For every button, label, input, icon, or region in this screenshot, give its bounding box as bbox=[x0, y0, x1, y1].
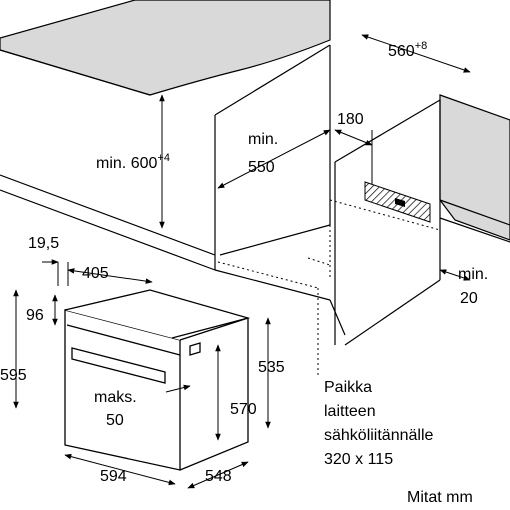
countertop-left bbox=[0, 0, 331, 96]
dim-96: 96 bbox=[26, 307, 44, 324]
dim-535: 535 bbox=[258, 359, 285, 376]
note-line-3: sähköliitännälle bbox=[324, 427, 434, 444]
dim-min-550-value: 550 bbox=[248, 159, 275, 176]
dimension-lines bbox=[13, 34, 471, 489]
dim-405: 405 bbox=[82, 265, 109, 282]
dim-min-20-label: min. bbox=[458, 266, 488, 283]
note-line-4: 320 x 115 bbox=[324, 451, 393, 468]
dim-548: 548 bbox=[205, 468, 232, 485]
dim-maks-value: 50 bbox=[106, 412, 124, 429]
dim-570: 570 bbox=[230, 401, 257, 418]
dim-560: 560+8 bbox=[388, 40, 427, 60]
dim-maks-label: maks. bbox=[94, 389, 137, 406]
connection-area bbox=[364, 181, 431, 223]
cabinet-niche bbox=[0, 44, 510, 346]
note-line-1: Paikka bbox=[324, 379, 372, 396]
dim-594: 594 bbox=[100, 468, 127, 485]
note-line-2: laitteen bbox=[324, 403, 376, 420]
hidden-edges bbox=[217, 199, 441, 375]
dim-min-600: min. 600+4 bbox=[96, 152, 170, 172]
countertop-right bbox=[439, 94, 510, 241]
dim-180: 180 bbox=[337, 111, 364, 128]
units-label: Mitat mm bbox=[407, 489, 473, 506]
dim-min-550-label: min. bbox=[248, 131, 278, 148]
dim-595: 595 bbox=[0, 367, 27, 384]
oven bbox=[64, 289, 251, 471]
dim-min-20-value: 20 bbox=[460, 290, 478, 307]
dim-19-5: 19,5 bbox=[28, 235, 59, 252]
